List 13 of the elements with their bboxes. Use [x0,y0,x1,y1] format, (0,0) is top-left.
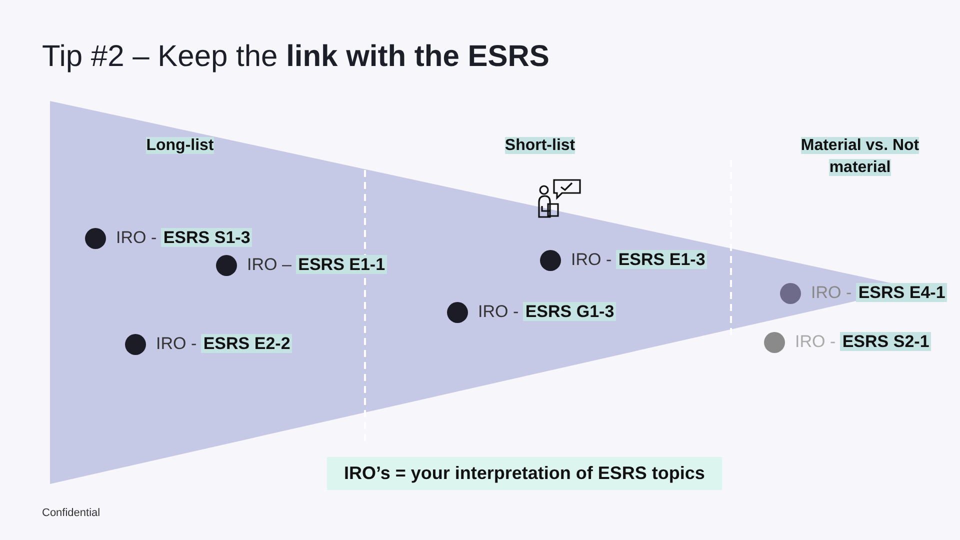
stage-heading: Short-list [504,136,576,156]
slide-title: Tip #2 – Keep the link with the ESRS [42,40,550,74]
iro-label: IRO - ESRS E1-3 [571,249,708,271]
iro-label: IRO - ESRS S1-3 [116,227,252,249]
stage-heading: Long-list [145,136,215,156]
iro-label: IRO – ESRS E1-1 [247,254,388,276]
iro-label: IRO - ESRS E2-2 [156,333,292,355]
iro-label: IRO - ESRS S2-1 [795,331,932,353]
note-banner: IRO’s = your interpretation of ESRS topics [327,457,722,490]
stage-heading: Material vs. Not material [800,136,920,178]
iro-label: IRO - ESRS G1-3 [478,301,616,323]
footer-text: Confidential [42,507,100,519]
iro-label: IRO - ESRS E4-1 [811,282,948,304]
